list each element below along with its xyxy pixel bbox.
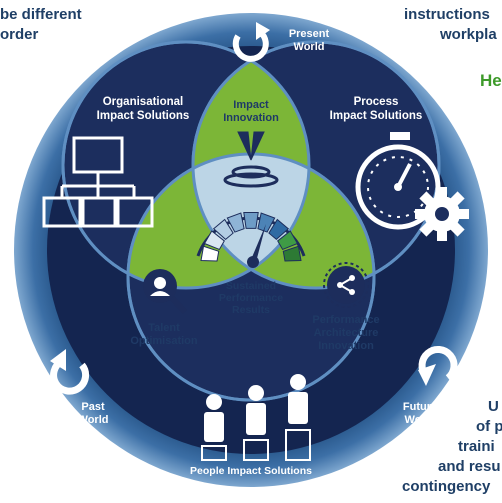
edge-text-top-right-1: instructions	[404, 6, 490, 23]
gauge-segment	[200, 245, 220, 262]
edge-text-bottom-right-1: U	[488, 398, 499, 415]
edge-text-right-green: He	[480, 71, 502, 90]
center-label-1: Sustained	[226, 280, 276, 292]
gauge-segment	[212, 218, 234, 241]
people-impact-label: People Impact Solutions	[190, 465, 312, 477]
impact-innovation-label-1: Impact	[233, 99, 269, 111]
org-chart-icon	[42, 136, 154, 228]
edge-text-bottom-right-3: traini	[458, 438, 495, 455]
gauge-segment	[282, 245, 302, 262]
present-world-label-1: Present	[289, 28, 330, 40]
past-world-cycle-icon	[50, 349, 90, 395]
edge-text-top-left-1: be different	[0, 6, 82, 23]
share-network-icon	[323, 262, 369, 308]
impact-innovation-label-2: Innovation	[223, 112, 279, 124]
performance-architecture-label-2: Architecture	[314, 327, 379, 339]
talent-optimisation-label-2: Optimisation	[130, 335, 198, 347]
edge-text-bottom-right-4: and resu	[438, 458, 501, 475]
present-world-cycle-icon	[232, 22, 270, 62]
edge-text-top-right-2: workpla	[440, 26, 497, 43]
future-world-label-1: Future	[403, 401, 437, 413]
talent-optimisation-label-1: Talent	[148, 322, 180, 334]
edge-text-top-left-2: order	[0, 26, 39, 43]
performance-architecture-label-1: Performance	[312, 314, 379, 326]
organisational-label-1: Organisational	[103, 96, 184, 108]
gear-icon	[415, 187, 469, 241]
center-label-3: Results	[232, 304, 270, 316]
edge-text-bottom-right-5: contingency	[402, 478, 491, 495]
past-world-label-1: Past	[81, 401, 105, 413]
center-label-2: Performance	[219, 292, 283, 304]
impact-target-icon	[223, 131, 279, 188]
present-world-label-2: World	[294, 41, 325, 53]
past-world-label-2: World	[78, 414, 109, 426]
gauge-segment	[203, 230, 225, 251]
future-world-cycle-icon	[418, 345, 458, 386]
performance-gauge-icon	[196, 212, 306, 268]
gauge-segment	[243, 212, 259, 229]
edge-text-bottom-right-2: of p	[476, 418, 502, 435]
future-world-label-2: World	[405, 414, 436, 426]
organisational-label-2: Impact Solutions	[97, 110, 190, 122]
process-label-1: Process	[354, 96, 399, 108]
gauge-segment	[226, 212, 245, 233]
gauge-segment	[277, 230, 299, 251]
talent-search-icon	[143, 269, 188, 315]
process-label-2: Impact Solutions	[330, 110, 423, 122]
gauge-segment	[268, 218, 290, 241]
people-figures-icon	[201, 374, 311, 461]
performance-architecture-label-3: Innovation	[318, 340, 374, 352]
